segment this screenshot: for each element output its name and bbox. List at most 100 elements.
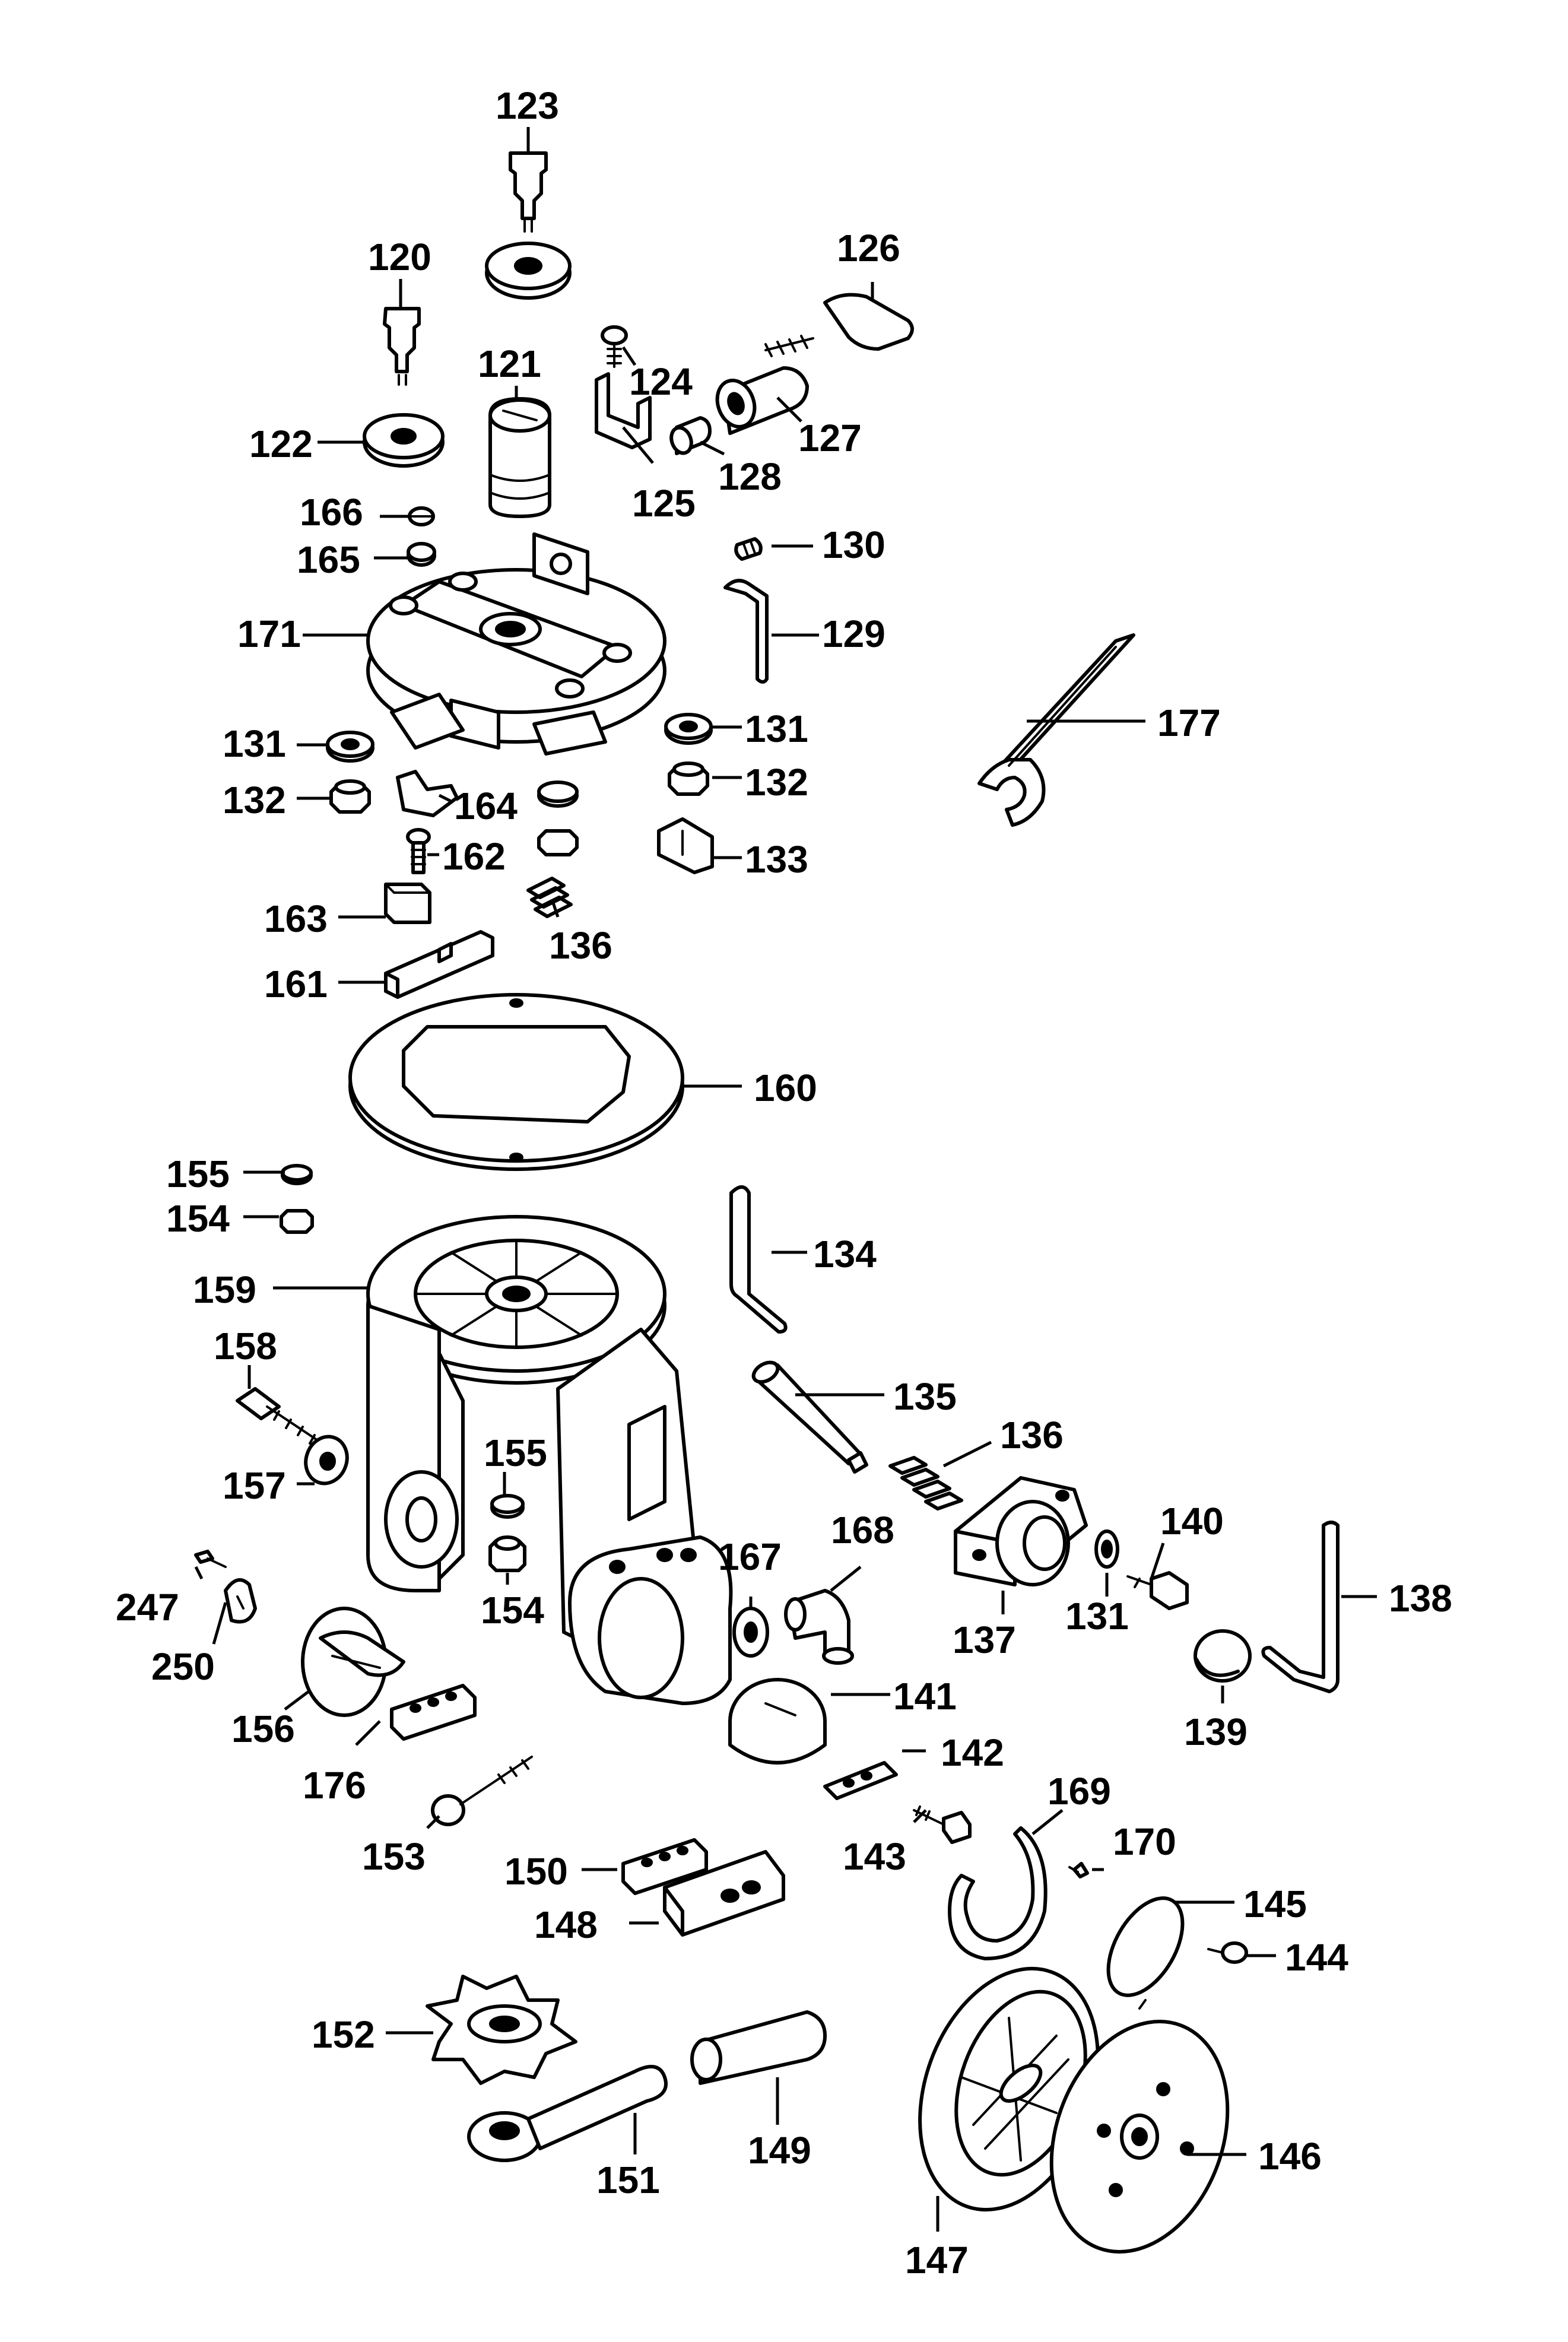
part-247-screw [194,1550,227,1568]
part-121-sleeve [488,397,551,518]
callout-169: 169 [1048,1770,1111,1813]
callout-156: 156 [231,1708,295,1750]
callout-131: 131 [223,722,286,765]
part-157-washer [304,1435,349,1486]
callouts: 123 120 126 121 124 122 127 128 125 166 … [116,84,1452,2281]
callout-135: 135 [893,1375,957,1418]
part-145-disc [1106,1896,1185,2010]
part-154-nut [280,1209,314,1234]
callout-164: 164 [454,785,518,827]
callout-155: 155 [166,1153,230,1195]
part-123-pin [509,151,548,233]
callout-162: 162 [442,835,506,878]
part-154-nut-center [488,1535,526,1572]
part-162-screw [406,828,431,874]
part-137-block [954,1476,1088,1586]
part-129-hexkey [723,579,769,684]
callout-132: 132 [223,779,286,821]
callout-143: 143 [843,1835,906,1878]
part-124-screw [601,325,628,368]
callout-125: 125 [632,482,696,525]
part-140-screw [1126,1571,1189,1610]
callout-146: 146 [1258,2135,1322,2178]
part-134-hexkey [729,1185,788,1334]
part-159-body [366,1215,733,1705]
callout-153: 153 [362,1835,426,1878]
part-132-nut-center [537,780,579,856]
part-142-plate [823,1761,898,1800]
callout-151: 151 [596,2159,660,2201]
callout-159: 159 [193,1268,256,1311]
part-170-screw [1068,1862,1089,1878]
callout-157: 157 [223,1464,286,1507]
callout-161: 161 [264,963,328,1005]
part-176-plate [390,1684,477,1741]
part-177-wrench [977,633,1135,827]
part-120-pin [383,307,421,386]
callout-154: 154 [166,1197,230,1240]
callout-136: 136 [1000,1414,1064,1456]
callout-130: 130 [822,523,885,566]
callout-120: 120 [368,236,431,278]
part-152-star [426,1975,577,2085]
callout-142: 142 [941,1731,1004,1774]
callout-134: 134 [813,1233,877,1275]
part-125-bracket [595,372,652,449]
callout-140: 140 [1160,1500,1224,1543]
part-164-clamp [396,770,459,817]
callout-247: 247 [116,1586,179,1629]
part-167-washer [732,1607,769,1658]
callout-121: 121 [478,342,541,385]
callout-147: 147 [905,2239,969,2281]
part-156-knob [301,1607,405,1717]
callout-122: 122 [249,423,313,465]
part-131-washer-mid [1094,1529,1119,1569]
callout-144: 144 [1285,1936,1348,1979]
parts [194,151,1340,2254]
part-171-carrier [366,532,666,756]
part-155-washer-center [490,1494,525,1519]
callout-167: 167 [718,1535,782,1578]
callout-138: 138 [1389,1577,1452,1620]
part-143-screw [913,1805,972,1844]
part-132-nut-right [668,761,709,796]
part-131-washer-right [664,713,713,745]
part-169-ring [948,1826,1048,1960]
callout-131: 131 [1065,1595,1129,1638]
callout-150: 150 [504,1850,568,1893]
part-158-bolt [236,1387,322,1445]
callout-250: 250 [151,1645,215,1688]
callout-133: 133 [745,838,808,881]
part-149-handle [690,2010,827,2085]
part-168-elbow [784,1589,854,1665]
part-151-lever [467,2065,668,2162]
callout-168: 168 [831,1509,894,1551]
part-141-knob [728,1678,827,1765]
callout-132: 132 [745,761,808,804]
part-146-disc [1049,2020,1230,2254]
callout-141: 141 [893,1675,957,1718]
callout-137: 137 [953,1619,1016,1661]
callout-126: 126 [837,227,900,269]
callout-148: 148 [534,1903,598,1946]
part-130-setscrew [734,537,763,561]
callout-127: 127 [798,417,862,459]
callout-131: 131 [745,707,808,750]
callout-124: 124 [629,360,693,403]
part-138-hexkey [1261,1521,1340,1693]
callout-136: 136 [549,924,612,967]
part-128-bush [669,416,712,455]
part-148-block [663,1850,785,1937]
part-127-sleeve [715,366,809,435]
callout-177: 177 [1157,702,1221,744]
part-136-spring-top [526,877,573,918]
part-155-washer [281,1164,313,1185]
callout-154: 154 [481,1589,544,1632]
part-135-pin [751,1360,868,1474]
callout-165: 165 [297,538,360,581]
callout-170: 170 [1113,1820,1176,1863]
part-153-bolt [431,1756,533,1826]
part-163-block [384,883,431,924]
part-122-washer-top [485,242,572,300]
